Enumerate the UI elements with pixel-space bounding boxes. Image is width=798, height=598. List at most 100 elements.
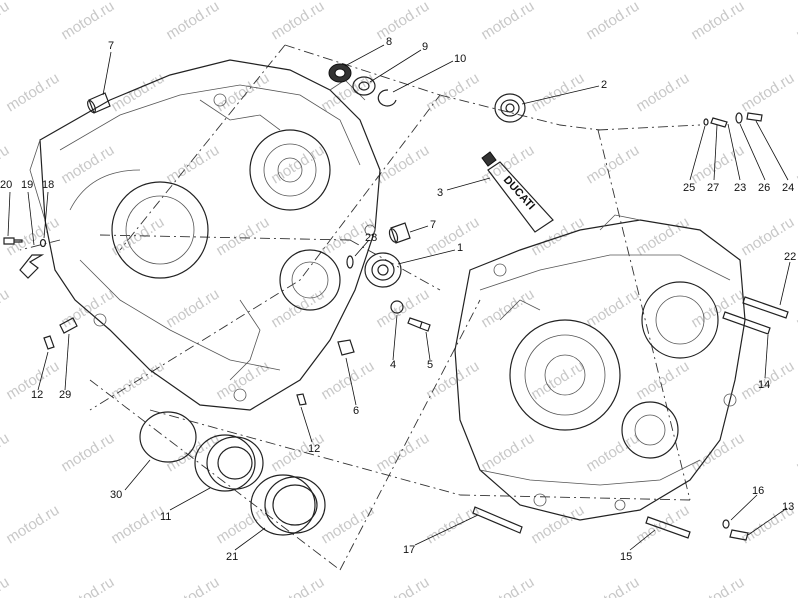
watermark-text: motod.ru [163, 286, 222, 332]
callout-20: 20 [0, 179, 12, 191]
callout-24: 24 [782, 182, 794, 194]
pin-bottom [296, 393, 307, 406]
callout-3: 3 [437, 187, 443, 199]
watermark-text: motod.ru [58, 286, 117, 332]
watermark-text: motod.ru [213, 70, 272, 116]
callout-25: 25 [683, 182, 695, 194]
watermark-text: motod.ru [213, 358, 272, 404]
watermark-text: motod.ru [373, 0, 432, 43]
small-washer [39, 238, 47, 248]
callout-19: 19 [21, 179, 33, 191]
callout-12a: 12 [308, 443, 320, 455]
watermark-text: motod.ru [373, 430, 432, 476]
watermark-text: motod.ru [58, 142, 117, 188]
callout-23: 23 [734, 182, 746, 194]
watermark-text: motod.ru [583, 574, 642, 598]
watermark-text: motod.ru [108, 502, 167, 548]
screw-small [407, 317, 431, 332]
bolt-17 [472, 506, 523, 534]
o-ring [346, 255, 354, 269]
watermark-text: motod.ru [163, 574, 222, 598]
callout-21: 21 [226, 551, 238, 563]
watermark-text: motod.ru [478, 574, 537, 598]
watermark-text: motod.ru [108, 70, 167, 116]
callout-12b: 12 [31, 389, 43, 401]
watermark-text: motod.ru [528, 358, 587, 404]
watermark-text: motod.ru [793, 142, 798, 188]
callout-labels: 7 8 9 10 2 3 7 28 1 4 5 6 12 12 29 20 19… [0, 36, 796, 563]
right-crankcase-half [454, 214, 746, 521]
callout-9: 9 [422, 41, 428, 53]
callout-10: 10 [454, 53, 466, 65]
callout-27: 27 [707, 182, 719, 194]
callout-26: 26 [758, 182, 770, 194]
watermark-text: motod.ru [793, 0, 798, 43]
callout-15: 15 [620, 551, 632, 563]
watermark-text: motod.ru [0, 430, 12, 476]
dowel-left [59, 317, 78, 334]
watermark-text: motod.ru [373, 574, 432, 598]
watermark-text: motod.ru [583, 286, 642, 332]
watermark-text: motod.ru [0, 286, 12, 332]
watermark-text: motod.ru [583, 0, 642, 43]
watermark-text: motod.ru [0, 574, 12, 598]
watermark-text: motod.ru [793, 574, 798, 598]
watermark-text: motod.ru [738, 70, 797, 116]
callout-4: 4 [390, 359, 396, 371]
watermark-text: motod.ru [688, 0, 747, 43]
screw-13 [729, 529, 749, 541]
watermark-text: motod.ru [688, 574, 747, 598]
callout-7a: 7 [108, 40, 114, 52]
watermark-text: motod.ru [3, 502, 62, 548]
watermark-text: motod.ru [0, 0, 12, 43]
watermark-text: motod.ru [213, 214, 272, 260]
bracket [19, 254, 45, 279]
long-bolt-lower [722, 311, 771, 335]
watermark-text: motod.ru [423, 502, 482, 548]
watermark-text: motod.ru [528, 70, 587, 116]
large-circlip [139, 411, 197, 463]
oil-seal [328, 63, 352, 83]
callout-14: 14 [758, 379, 770, 391]
callout-16: 16 [752, 485, 764, 497]
callout-18: 18 [42, 179, 54, 191]
watermark-text: motod.ru [478, 286, 537, 332]
watermark-text: motod.ru [528, 502, 587, 548]
callout-7b: 7 [430, 219, 436, 231]
main-bearing-center [364, 252, 402, 288]
small-bearing [352, 76, 376, 96]
dowel-middle [388, 222, 411, 244]
dowel-top [87, 92, 111, 114]
watermark-text: motod.ru [688, 142, 747, 188]
watermark-text: motod.ru [58, 574, 117, 598]
watermark-text: motod.ru [793, 286, 798, 332]
callout-8: 8 [386, 36, 392, 48]
callout-30: 30 [110, 489, 122, 501]
bolt-15 [645, 516, 691, 539]
callout-13: 13 [782, 501, 794, 513]
watermark-text: motod.ru [688, 430, 747, 476]
watermark-text: motod.ru [633, 358, 692, 404]
leader-lines [7, 44, 791, 551]
watermark-text: motod.ru [478, 430, 537, 476]
watermark-text: motod.ru [58, 430, 117, 476]
large-bearing [194, 434, 264, 492]
callout-11: 11 [160, 511, 171, 523]
watermark-text: motod.ru [373, 142, 432, 188]
callout-22: 22 [784, 251, 796, 263]
small-bolt [3, 237, 23, 245]
left-crankcase-half [29, 59, 381, 411]
watermark-text: motod.ru [583, 142, 642, 188]
watermark-text: motod.ru [268, 142, 327, 188]
watermark-text: motod.ru [163, 0, 222, 43]
pin-left [43, 335, 55, 350]
long-bolt-upper [742, 296, 789, 319]
watermark-text: motod.ru [163, 142, 222, 188]
callout-5: 5 [427, 359, 433, 371]
washer [390, 300, 404, 314]
watermark-text: motod.ru [633, 70, 692, 116]
callout-29: 29 [59, 389, 71, 401]
callout-17: 17 [403, 544, 415, 556]
